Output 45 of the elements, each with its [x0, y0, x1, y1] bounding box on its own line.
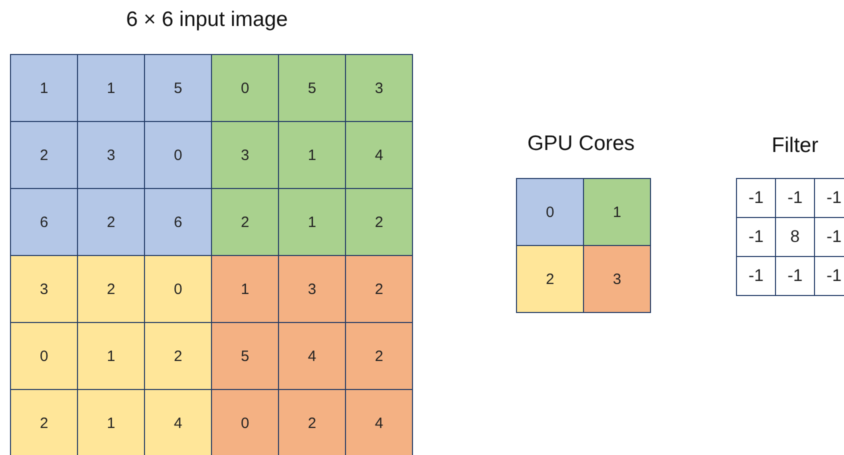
table-cell: 2	[278, 389, 346, 455]
table-cell: 3	[211, 121, 279, 189]
table-cell: 2	[345, 188, 413, 256]
table-cell: 4	[345, 389, 413, 455]
table-cell: 1	[77, 389, 145, 455]
table-cell: 0	[211, 389, 279, 455]
table-cell: 3	[77, 121, 145, 189]
table-cell: 1	[77, 322, 145, 390]
table-cell: 1	[211, 255, 279, 323]
grid-title: Filter	[772, 134, 818, 158]
table-cell: 3	[345, 54, 413, 122]
table-cell: 3	[278, 255, 346, 323]
table-cell: 2	[345, 322, 413, 390]
table-cell: 3	[583, 245, 651, 313]
table-cell: 4	[278, 322, 346, 390]
table-cell: 6	[10, 188, 78, 256]
table-cell: 2	[345, 255, 413, 323]
table-cell: 5	[278, 54, 346, 122]
table-cell: 2	[211, 188, 279, 256]
table-cell: 5	[144, 54, 212, 122]
table-cell: -1	[736, 256, 776, 296]
table-cell: 5	[211, 322, 279, 390]
table-cell: 0	[144, 121, 212, 189]
table-cell: 2	[144, 322, 212, 390]
table-cell: 0	[516, 178, 584, 246]
table-cell: 0	[211, 54, 279, 122]
grid-title: GPU Cores	[527, 132, 635, 156]
table-cell: 2	[516, 245, 584, 313]
table-cell: 3	[10, 255, 78, 323]
table-cell: 2	[77, 188, 145, 256]
table-cell: 4	[144, 389, 212, 455]
table-cell: 2	[10, 121, 78, 189]
table-cell: 1	[278, 188, 346, 256]
table-cell: 1	[77, 54, 145, 122]
table-cell: 1	[10, 54, 78, 122]
table-cell: 0	[144, 255, 212, 323]
table-cell: 0	[10, 322, 78, 390]
table-cell: 1	[278, 121, 346, 189]
table-cell: 1	[583, 178, 651, 246]
table-cell: 2	[77, 255, 145, 323]
table-cell: 2	[10, 389, 78, 455]
table-cell: 6	[144, 188, 212, 256]
table-cell: -1	[736, 178, 776, 218]
table-cell: 4	[345, 121, 413, 189]
grid-title: 6 × 6 input image	[126, 8, 288, 32]
